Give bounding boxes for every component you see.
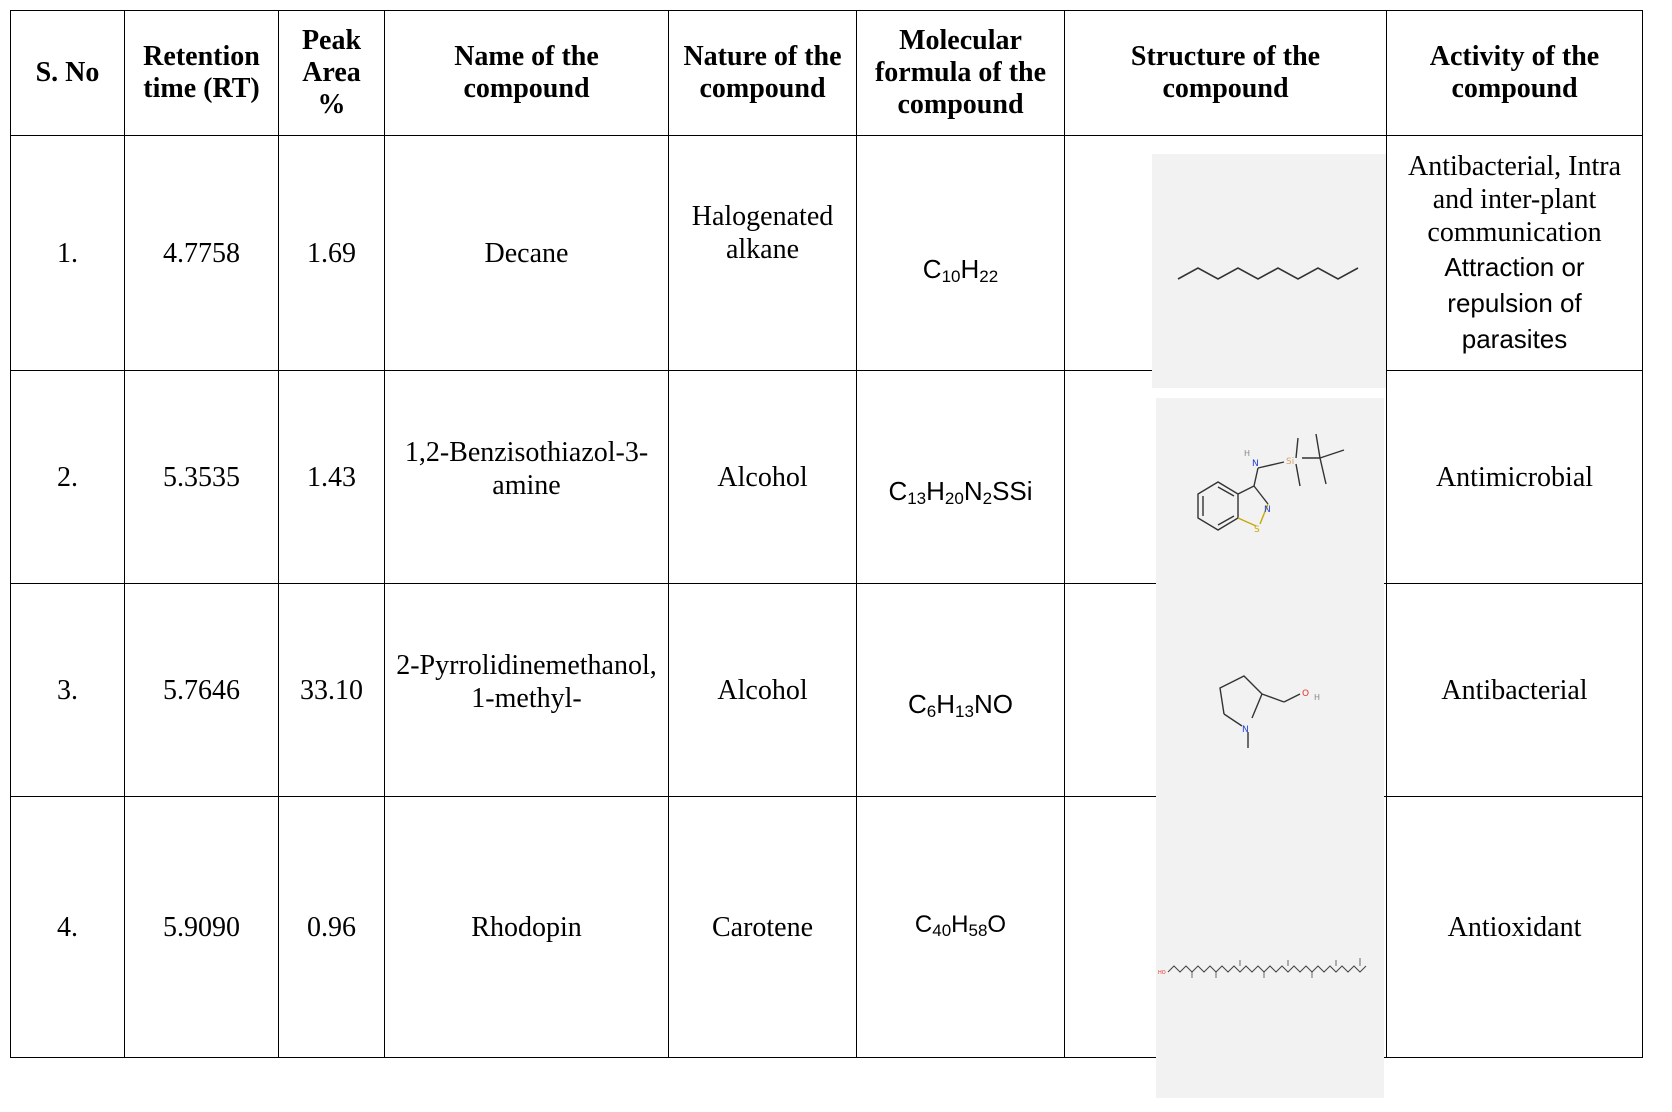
- cell-activity: Antimicrobial: [1386, 370, 1643, 584]
- svg-text:N: N: [1264, 505, 1271, 515]
- formula-text: C10H22: [922, 254, 999, 286]
- benzisothiazol-structure: N S N H Si: [1156, 398, 1384, 622]
- table-row: 4. 5.9090 0.96 Rhodopin Carotene C40H58O…: [10, 796, 1643, 1058]
- name-text: 1,2-Benzisothiazol-3-amine: [404, 437, 649, 501]
- rhodopin-structure: HO: [1156, 838, 1384, 1082]
- cell-peak-area: 1.69: [278, 135, 385, 371]
- rhodopin-skeletal-icon: HO: [1158, 958, 1367, 978]
- cell-activity: Antibacterial: [1386, 583, 1643, 797]
- cell-formula: C40H58O: [856, 796, 1065, 1058]
- cell-retention-time: 5.7646: [124, 583, 279, 797]
- compounds-table: S. No Retention time (RT) Peak Area % Na…: [10, 10, 1643, 1058]
- cell-nature: Alcohol: [668, 583, 857, 797]
- table-row: 1. 4.7758 1.69 Decane Halogenated alkane…: [10, 135, 1643, 371]
- activity-text-extra: Attraction or repulsion of parasites: [1444, 251, 1585, 354]
- decane-skeletal-icon: [1177, 267, 1359, 280]
- svg-text:O: O: [1302, 689, 1309, 699]
- header-name: Name of the compound: [384, 10, 669, 136]
- cell-formula: C6H13NO: [856, 583, 1065, 797]
- header-retention-time: Retention time (RT): [124, 10, 279, 136]
- header-nature: Nature of the compound: [668, 10, 857, 136]
- svg-text:N: N: [1242, 725, 1249, 735]
- header-structure: Structure of the compound: [1064, 10, 1387, 136]
- header-activity: Activity of the compound: [1386, 10, 1643, 136]
- cell-sno: 3.: [10, 583, 125, 797]
- cell-nature: Halogenated alkane: [668, 135, 857, 371]
- cell-name: 2-Pyrrolidinemethanol, 1-methyl-: [384, 583, 669, 797]
- decane-structure-image: [1152, 154, 1386, 388]
- table-row: 3. 5.7646 33.10 2-Pyrrolidinemethanol, 1…: [10, 583, 1643, 797]
- formula-text: C6H13NO: [908, 689, 1013, 721]
- cell-retention-time: 5.3535: [124, 370, 279, 584]
- name-text: 2-Pyrrolidinemethanol, 1-methyl-: [396, 650, 657, 714]
- svg-text:Si: Si: [1286, 457, 1294, 467]
- svg-text:HO: HO: [1158, 970, 1166, 976]
- benzisothiazol-skeletal-icon: N S N H Si: [1197, 433, 1345, 535]
- cell-name: Decane: [384, 135, 669, 371]
- cell-retention-time: 4.7758: [124, 135, 279, 371]
- svg-text:N: N: [1252, 459, 1259, 469]
- cell-sno: 4.: [10, 796, 125, 1058]
- cell-sno: 2.: [10, 370, 125, 584]
- cell-formula: C13H20N2SSi: [856, 370, 1065, 584]
- table-row: 2. 5.3535 1.43 1,2-Benzisothiazol-3-amin…: [10, 370, 1643, 584]
- cell-peak-area: 1.43: [278, 370, 385, 584]
- formula-text: C40H58O: [914, 911, 1007, 940]
- cell-name: Rhodopin: [384, 796, 669, 1058]
- cell-activity: Antioxidant: [1386, 796, 1643, 1058]
- header-formula: Molecular formula of the compound: [856, 10, 1065, 136]
- cell-nature: Alcohol: [668, 370, 857, 584]
- cell-name: 1,2-Benzisothiazol-3-amine: [384, 370, 669, 584]
- nature-text: Halogenated alkane: [691, 201, 834, 265]
- activity-text: Antibacterial, Intra and inter-plant com…: [1407, 150, 1621, 248]
- header-sno: S. No: [10, 10, 125, 136]
- svg-text:S: S: [1254, 525, 1260, 535]
- formula-text: C13H20N2SSi: [888, 476, 1033, 508]
- cell-retention-time: 5.9090: [124, 796, 279, 1058]
- svg-text:H: H: [1314, 693, 1320, 702]
- header-peak-area: Peak Area %: [278, 10, 385, 136]
- cell-peak-area: 33.10: [278, 583, 385, 797]
- svg-text:H: H: [1244, 449, 1250, 458]
- cell-sno: 1.: [10, 135, 125, 371]
- benzisothiazol-structure-image: [1156, 398, 1384, 1098]
- header-row: S. No Retention time (RT) Peak Area % Na…: [10, 10, 1643, 136]
- cell-activity: Antibacterial, Intra and inter-plant com…: [1386, 135, 1643, 371]
- cell-formula: C10H22: [856, 135, 1065, 371]
- pyrrolidinemethanol-structure: N O H: [1156, 624, 1384, 836]
- cell-peak-area: 0.96: [278, 796, 385, 1058]
- pyrrolidinemethanol-skeletal-icon: N O H: [1219, 675, 1320, 748]
- cell-nature: Carotene: [668, 796, 857, 1058]
